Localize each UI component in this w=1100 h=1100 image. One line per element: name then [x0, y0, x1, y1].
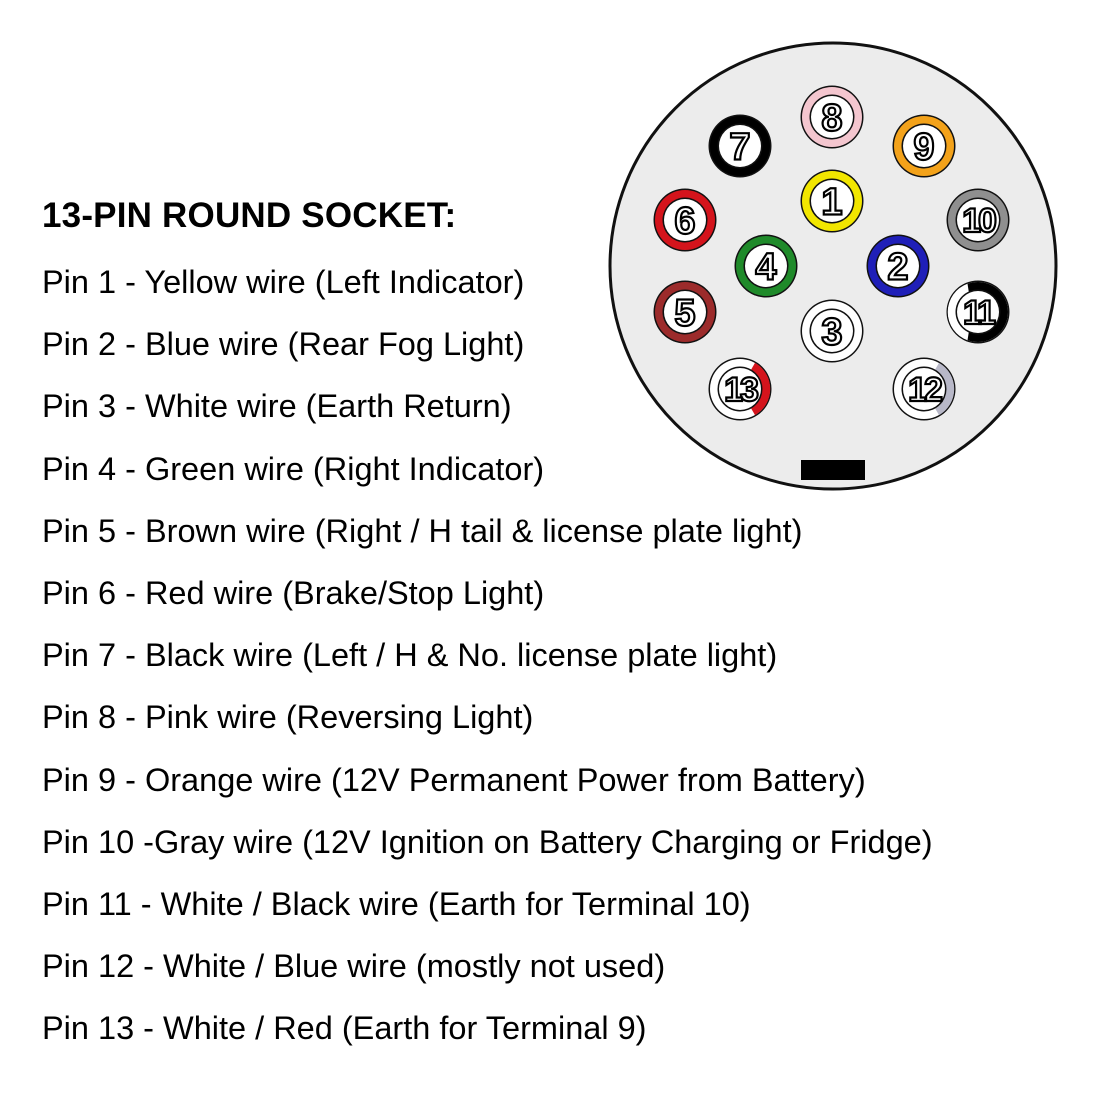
pin-1-number: 1 — [821, 182, 842, 224]
pin-1-contact: 1 — [800, 169, 864, 233]
pin-description-5: Pin 5 - Brown wire (Right / H tail & lic… — [42, 512, 803, 549]
pin-5-number: 5 — [674, 293, 695, 335]
pin-9-contact: 9 — [892, 114, 956, 178]
pin-4-contact: 4 — [734, 234, 798, 298]
pin-description-4: Pin 4 - Green wire (Right Indicator) — [42, 450, 545, 487]
pin-7-contact: 7 — [708, 114, 772, 178]
pin-8-number: 8 — [821, 98, 842, 140]
pin-10-contact: 10 — [946, 188, 1010, 252]
pin-2-contact: 2 — [866, 234, 930, 298]
diagram-title: 13-PIN ROUND SOCKET: — [42, 196, 457, 235]
pin-description-12: Pin 12 - White / Blue wire (mostly not u… — [42, 948, 666, 985]
pin-2-number: 2 — [887, 247, 908, 289]
pin-3-number: 3 — [821, 312, 842, 354]
pin-description-3: Pin 3 - White wire (Earth Return) — [42, 388, 512, 425]
socket-key-tab — [801, 460, 865, 480]
pin-description-8: Pin 8 - Pink wire (Reversing Light) — [42, 699, 534, 736]
pin-description-6: Pin 6 - Red wire (Brake/Stop Light) — [42, 574, 545, 611]
pin-9-number: 9 — [913, 127, 934, 169]
pin-6-number: 6 — [674, 201, 695, 243]
pin-description-10: Pin 10 -Gray wire (12V Ignition on Batte… — [42, 823, 933, 860]
pin-description-1: Pin 1 - Yellow wire (Left Indicator) — [42, 264, 525, 300]
pin-description-11: Pin 11 - White / Black wire (Earth for T… — [42, 885, 751, 922]
pin-description-9: Pin 9 - Orange wire (12V Permanent Power… — [42, 761, 866, 798]
pin-13-contact: 13 — [708, 357, 772, 421]
pin-7-number: 7 — [729, 127, 750, 169]
pin-4-number: 4 — [755, 247, 776, 289]
pin-6-contact: 6 — [653, 188, 717, 252]
pin-3-contact: 3 — [800, 299, 864, 363]
pin-description-13: Pin 13 - White / Red (Earth for Terminal… — [42, 1010, 647, 1047]
pin-11-contact: 11 — [946, 280, 1010, 344]
pin-legend-list: Pin 1 - Yellow wire (Left Indicator) Pin … — [42, 262, 933, 1070]
pin-10-number: 10 — [962, 202, 996, 240]
pin-8-contact: 8 — [800, 85, 864, 149]
pin-12-number: 12 — [908, 371, 942, 409]
pin-11-number: 11 — [963, 294, 995, 332]
pin-13-number: 13 — [724, 371, 758, 409]
pin-description-7: Pin 7 - Black wire (Left / H & No. licen… — [42, 637, 778, 674]
pin-description-2: Pin 2 - Blue wire (Rear Fog Light) — [42, 326, 525, 363]
pin-5-contact: 5 — [653, 280, 717, 344]
pin-12-contact: 12 — [892, 357, 956, 421]
